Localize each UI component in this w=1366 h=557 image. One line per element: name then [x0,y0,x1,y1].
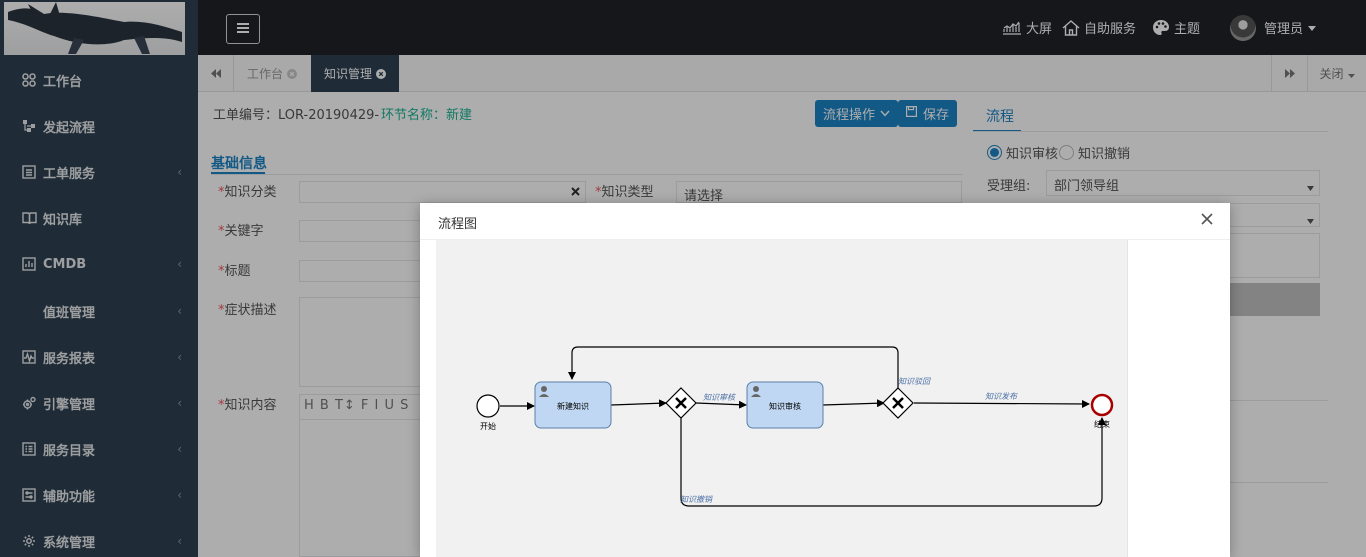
exclusive-gateway-1[interactable] [666,388,696,418]
flow-revoke-label: 知识撤销 [680,495,714,504]
end-event[interactable] [1092,395,1112,415]
flow-publish-label: 知识发布 [985,392,1018,401]
close-icon [1201,213,1213,229]
task-new-knowledge-label: 新建知识 [557,401,589,411]
modal-close-button[interactable] [1198,212,1216,230]
flow-revoke [681,418,1102,506]
start-event-label: 开始 [480,421,496,431]
flow-review [696,403,746,405]
end-event-label: 结束 [1094,419,1110,429]
modal-title: 流程图 [438,213,477,232]
flow-reject [572,347,898,389]
flow-review-label: 知识审核 [703,393,737,402]
flow-task1-to-gw1 [611,403,666,405]
exclusive-gateway-2[interactable] [883,388,913,418]
start-event[interactable] [477,395,499,417]
task-knowledge-review-label: 知识审核 [769,401,801,411]
diagram-canvas: 开始 新建知识 [436,240,1128,557]
modal-header: 流程图 [420,203,1230,240]
flow-reject-label: 知识驳回 [898,377,931,386]
flow-task2-to-gw2 [823,403,884,405]
flow-publish [914,403,1089,404]
process-diagram-modal: 流程图 [420,203,1230,557]
bpmn-diagram: 开始 新建知识 [436,240,1128,557]
